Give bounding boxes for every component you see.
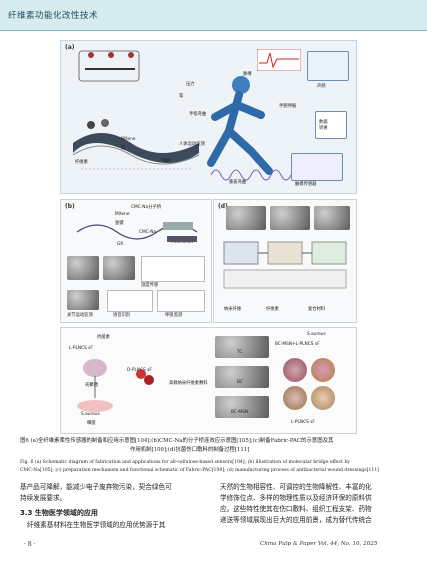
- smart-sensor-box: [291, 153, 343, 181]
- d-image-2: [270, 206, 310, 230]
- bottom-l-plncs-2: L-PLNCS sF: [291, 420, 315, 425]
- label-pen: 笔: [179, 94, 184, 99]
- page-number: · 8 ·: [24, 541, 36, 548]
- label-cellulose: 纸: [121, 146, 126, 151]
- label-tmp: TMP: [161, 159, 170, 164]
- bottom-l-plncs: L-PLNCS sF: [69, 346, 93, 351]
- bottom-bc-msn-full: BC-MSN+L-PLNCS sF: [275, 342, 320, 347]
- caption-en-line-2: CMC-Na[105]; (c) preparation mechanism a…: [20, 468, 380, 473]
- running-header-bar: [0, 0, 427, 30]
- bottom-bc: BC: [237, 380, 243, 385]
- body-right-line-1: 天然的生物相容性、可调控的生物降解性、丰富的化: [220, 483, 372, 491]
- figure-panel-d: (d) 纳米纤维 纤维素 复合材料: [213, 199, 357, 323]
- data-convert-box: [315, 111, 347, 139]
- label-smart-sensor: 触摸传感器: [295, 182, 317, 187]
- bottom-sample: 高载纳米纤维素敷料: [169, 381, 208, 386]
- label-b-mxene-gr: MXene/GR: [171, 240, 194, 245]
- petri-dish-4: [311, 386, 335, 410]
- wave-pattern: [211, 169, 291, 181]
- body-right-line-4: 递送等领域展现出巨大的应用前景，成为替代传统合: [220, 516, 372, 524]
- d-image-3: [314, 206, 350, 230]
- bottom-s-aureus-2: S.aureus: [307, 332, 326, 337]
- label-b-bridge: 氢键: [115, 221, 124, 226]
- micrograph-3: [67, 290, 99, 310]
- body-right-line-2: 学修饰位点、多样的物理性质以及经济环保的原料供: [220, 494, 372, 502]
- caption-en-line-1: Fig. 6 (a) Schematic diagram of fabricat…: [20, 460, 351, 465]
- figure-panel-b: (b) CMC-Na分子桥 MXene 氢键 GR CMC-Na MXene/G…: [60, 199, 212, 323]
- panel-a-label: (a): [65, 44, 75, 51]
- label-knee-bend: 膝盖弯曲: [229, 180, 247, 185]
- label-pressure: 压力: [186, 82, 195, 87]
- body-right-line-3: 应。这些特性使其在伤口敷料、组织工程支架、药物: [220, 505, 372, 513]
- running-title: 纤维素功能化改性技术: [8, 11, 99, 21]
- bottom-s-aureus: S.aureus: [81, 412, 100, 417]
- body-left-line-1: 基产品可降解，能减少电子废弃物污染，契合绿色可: [20, 483, 172, 491]
- label-body-motion: 人体运动监测: [179, 142, 205, 147]
- label-b-joint: 关节运动监测: [67, 313, 93, 318]
- runner-illustration: [207, 76, 273, 175]
- label-b-gr: GR: [117, 242, 124, 247]
- petri-dish-2: [311, 358, 335, 382]
- molecular-bridge-diagram: [76, 222, 198, 242]
- panel-d-label: (d): [218, 203, 228, 210]
- bottom-bc-msn: BC-MSN: [231, 410, 249, 415]
- breath-chart: [157, 290, 205, 312]
- d-image-1: [226, 206, 266, 230]
- label-finger-bend: 手指弯曲: [189, 112, 207, 117]
- d-flow-diagram: [223, 241, 347, 289]
- label-ccu: 纤维素: [75, 160, 88, 165]
- speech-chart: [107, 290, 153, 312]
- label-b-breath: 呼吸监测: [165, 313, 183, 318]
- frequency-box: [307, 51, 349, 81]
- petri-dish-1: [283, 358, 307, 382]
- figure-panel-a: (a) MXene 纸 纤维素 TMP 压力 笔 手指弯曲 人体运动监测 膝盖弯…: [60, 40, 357, 194]
- figure-panel-bottom: 抗菌素 L-PLNCS sF D-PLNCS sF 壳聚糖 S.aureus 细…: [60, 327, 357, 434]
- d-legend-c: 复合材料: [308, 307, 326, 312]
- petri-dish-3: [283, 386, 307, 410]
- label-wrist-flex: 手腕伸展: [279, 104, 297, 109]
- body-left-line-3: 纤维素基材料在生物医学领域的应用优势源于其: [27, 521, 166, 529]
- bottom-chitosan: 壳聚糖: [85, 383, 98, 388]
- header-rule: [0, 30, 427, 31]
- waveform-chart: [141, 256, 205, 282]
- label-frequency: 声频: [317, 84, 326, 89]
- d-legend-b: 纤维素: [266, 307, 279, 312]
- bottom-bc-image: [215, 366, 269, 388]
- label-mxene: MXene: [121, 137, 136, 142]
- chain-illustration: [78, 50, 140, 82]
- bottom-antibacterial: 抗菌素: [97, 335, 110, 340]
- label-b-mxene: MXene: [115, 212, 130, 217]
- bottom-bacteria: 细菌: [87, 421, 96, 426]
- bottom-tc: TC: [237, 350, 243, 355]
- mxene-strip-illustration: [72, 119, 200, 170]
- pulse-graph: [257, 49, 301, 71]
- label-b-cmc-na: CMC-Na: [139, 230, 157, 235]
- label-data-convert: 数据 转换: [319, 120, 328, 131]
- micrograph-1: [67, 256, 99, 280]
- d-legend-a: 纳米纤维: [224, 307, 242, 312]
- bottom-bacteria-illustration: [77, 359, 154, 412]
- label-heartbeat: 脉搏: [243, 72, 252, 77]
- section-heading: 3.3 生物医学领域的应用: [20, 509, 98, 517]
- label-b-humidity: 湿度传感: [141, 283, 159, 288]
- caption-cn-line-1: 图6 (a)全纤维素柔性传感器的制备和应用示意图[104];(b)CMC-Na的…: [20, 438, 334, 444]
- body-left-line-2: 持续发展要求。: [20, 494, 67, 502]
- bottom-tc-image: [215, 336, 269, 358]
- micrograph-2: [103, 256, 135, 280]
- panel-b-label: (b): [65, 203, 75, 210]
- bottom-bcmsn-image: [215, 396, 269, 418]
- caption-cn-line-2: 作用机制[109];(d)抗菌伤口敷料的制备过程[111]: [130, 447, 250, 453]
- journal-info: China Pulp & Paper Vol. 44, No. 10, 2025: [260, 541, 378, 547]
- label-b-speech: 语音识别: [113, 313, 131, 318]
- label-cmc-na-bridge: CMC-Na分子桥: [131, 205, 161, 210]
